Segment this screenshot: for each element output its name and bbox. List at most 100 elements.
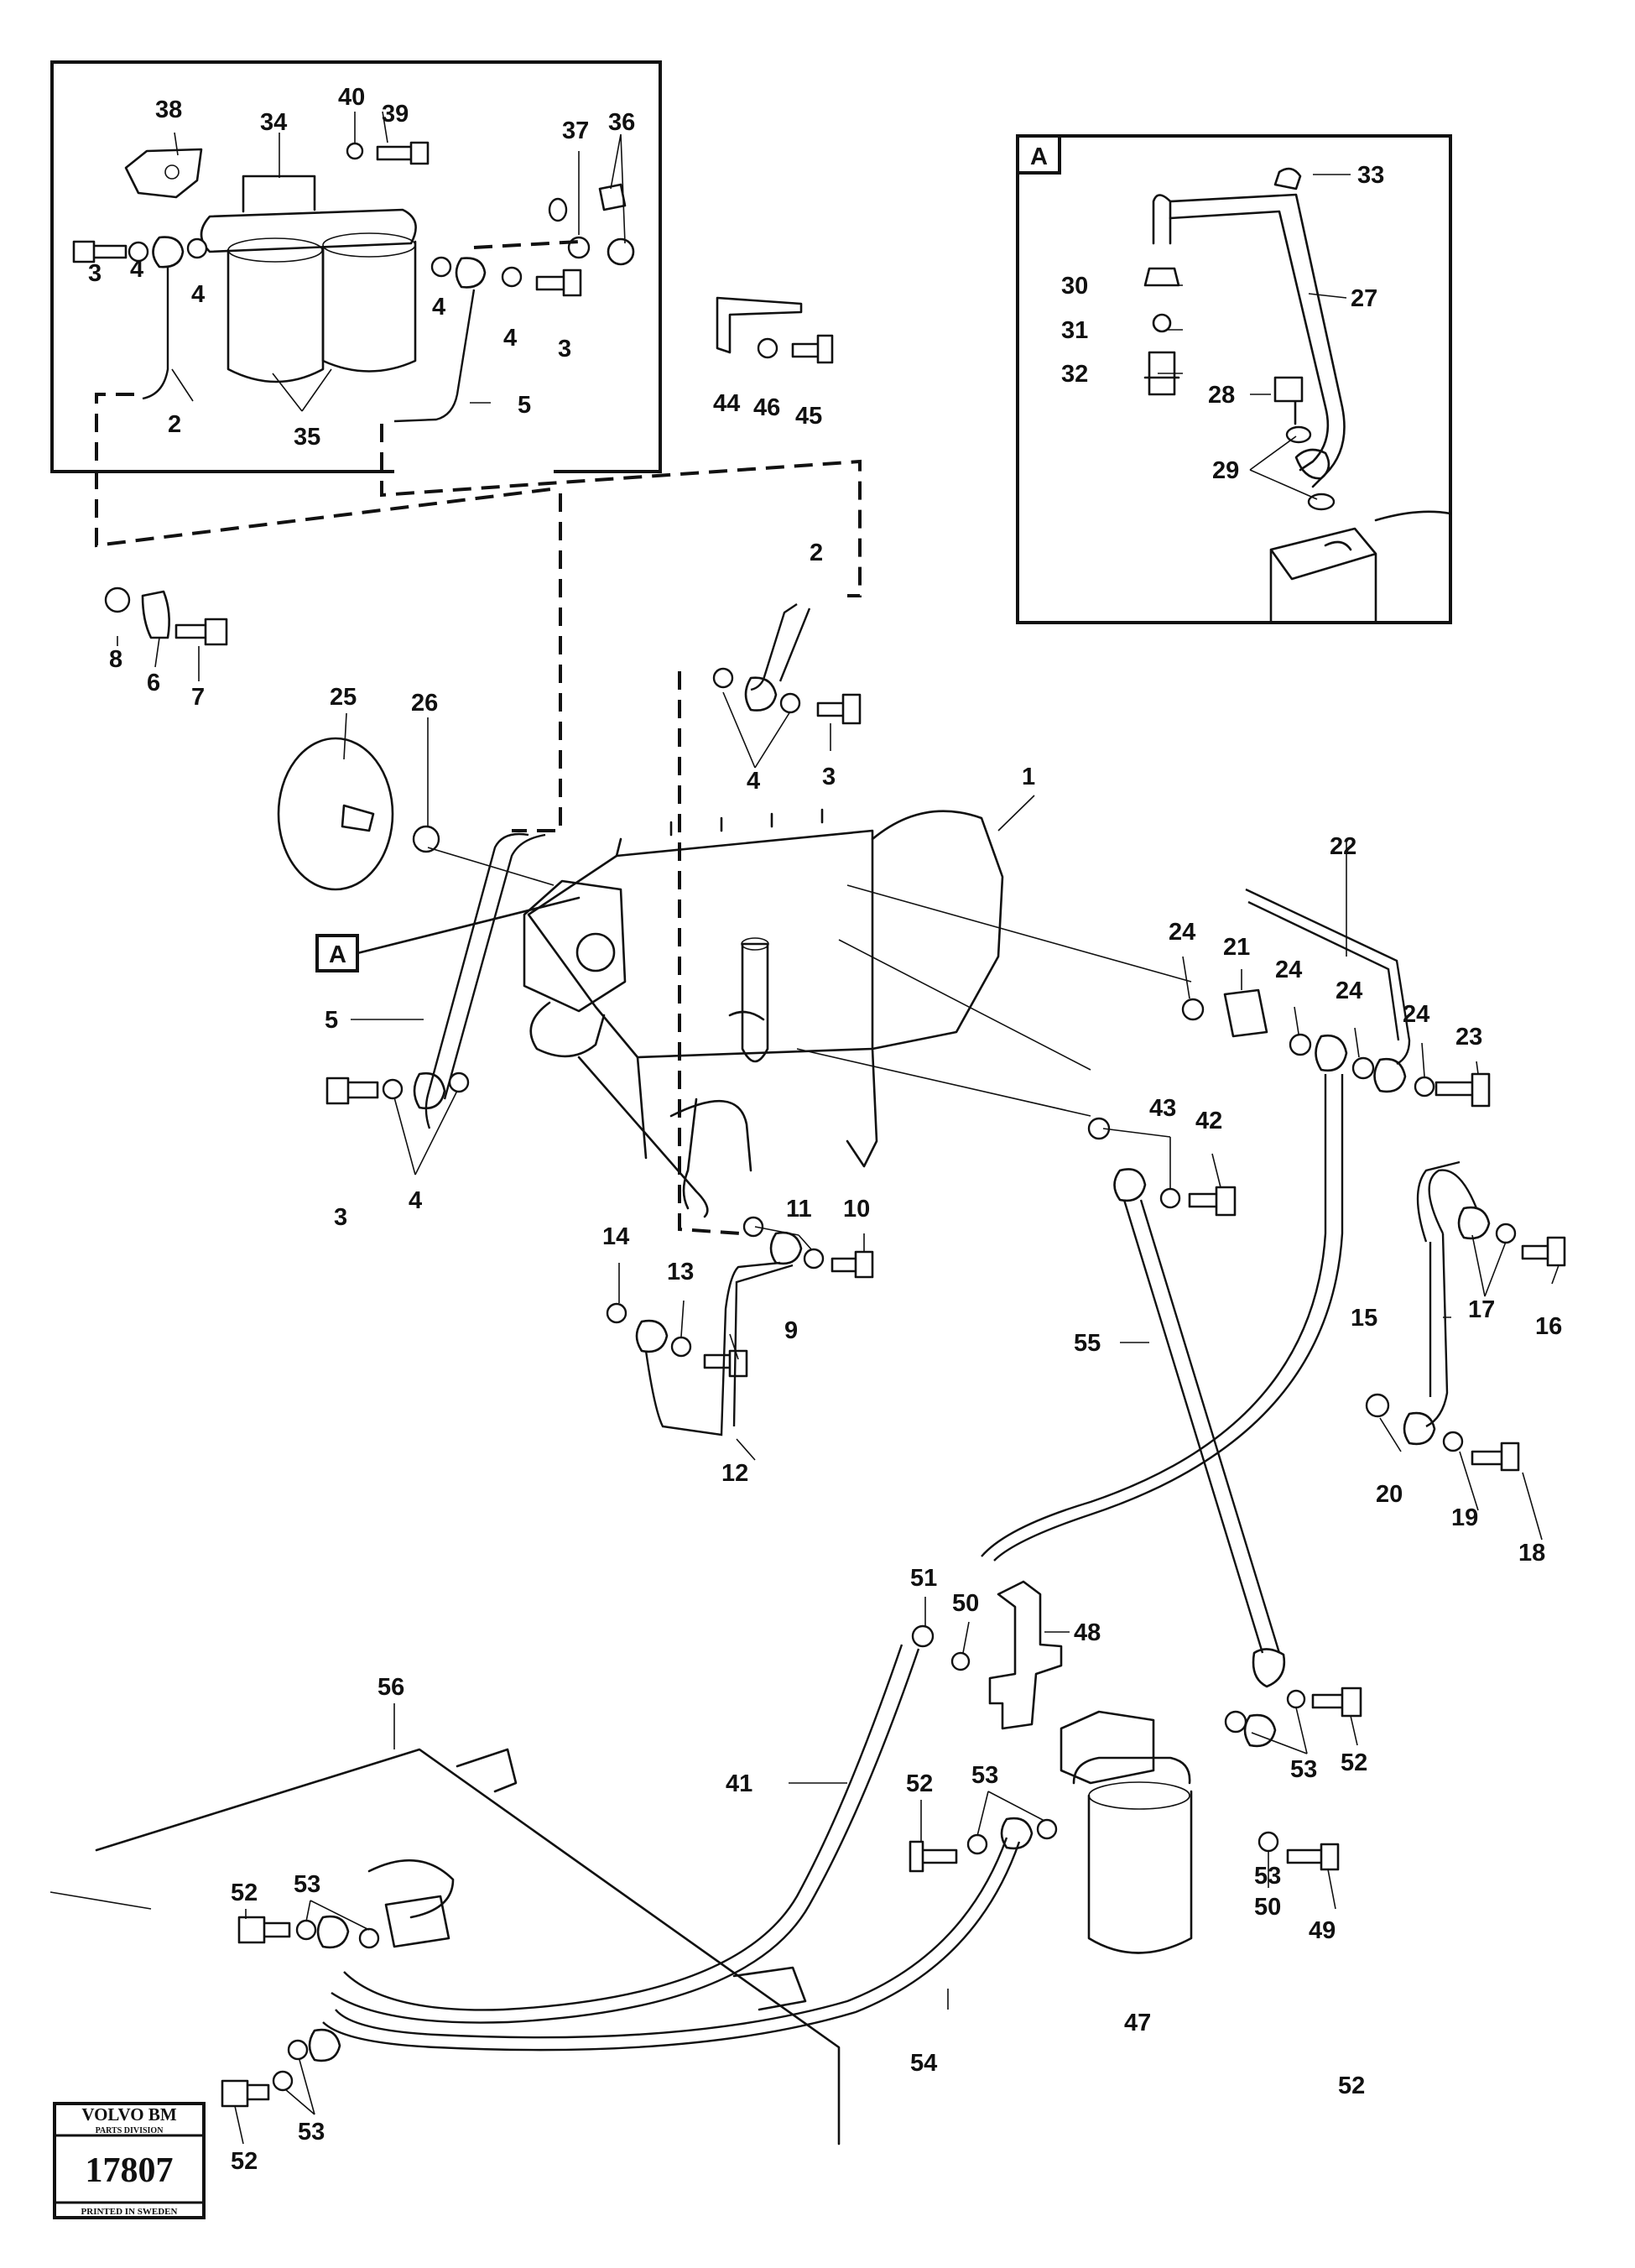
- callout-44: 44: [713, 390, 740, 417]
- callout-53: 53: [1290, 1756, 1317, 1783]
- callout-24: 24: [1169, 919, 1195, 946]
- callout-3: 3: [88, 260, 102, 287]
- callout-labels: 38 34 40 39 37 36 3 4 4 4 4 3 2 35 5 44 …: [88, 84, 1562, 2175]
- callout-10: 10: [843, 1196, 870, 1223]
- detail-a-callout-label: A: [329, 941, 346, 968]
- cover-disc: [277, 737, 440, 891]
- callout-23: 23: [1455, 1024, 1482, 1051]
- callout-1: 1: [1022, 764, 1035, 790]
- callout-3: 3: [822, 764, 836, 790]
- leader-lines: [117, 111, 1559, 2145]
- callout-45: 45: [795, 403, 822, 430]
- callout-29: 29: [1212, 457, 1239, 484]
- callout-24: 24: [1275, 957, 1302, 983]
- callout-7: 7: [191, 684, 205, 711]
- callout-32: 32: [1061, 361, 1088, 388]
- callout-2: 2: [168, 411, 181, 438]
- callout-49: 49: [1309, 1917, 1336, 1944]
- filter-inset: [50, 60, 834, 473]
- callout-22: 22: [1330, 833, 1356, 860]
- callout-16: 16: [1535, 1313, 1562, 1340]
- detail-a-callout: A: [315, 896, 581, 972]
- callout-3: 3: [334, 1204, 347, 1231]
- detail-a-inset: A: [1016, 134, 1452, 624]
- callout-52: 52: [1341, 1749, 1367, 1776]
- callout-4: 4: [409, 1187, 422, 1214]
- callout-38: 38: [155, 96, 182, 123]
- callout-42: 42: [1195, 1108, 1222, 1134]
- callout-15: 15: [1351, 1305, 1377, 1332]
- bracket-48: [911, 1580, 1063, 1730]
- pipe-9: [606, 1216, 874, 1436]
- tank-56: [49, 1644, 1021, 2145]
- callout-52: 52: [906, 1770, 933, 1797]
- callout-53: 53: [971, 1762, 998, 1789]
- injection-pump: [427, 808, 1192, 1218]
- clamp-parts: [104, 587, 228, 646]
- callout-20: 20: [1376, 1481, 1403, 1508]
- logo-printed: PRINTED IN SWEDEN: [81, 2207, 178, 2217]
- callout-25: 25: [330, 684, 357, 711]
- callout-24: 24: [1336, 978, 1362, 1004]
- callout-21: 21: [1223, 934, 1250, 961]
- callout-50: 50: [1254, 1894, 1281, 1921]
- callout-2: 2: [810, 540, 823, 566]
- callout-19: 19: [1451, 1504, 1478, 1531]
- callout-9: 9: [784, 1317, 798, 1344]
- callout-5: 5: [518, 392, 531, 419]
- callout-43: 43: [1149, 1095, 1176, 1122]
- callout-4: 4: [191, 281, 205, 308]
- callout-33: 33: [1357, 162, 1384, 189]
- callout-48: 48: [1074, 1619, 1101, 1646]
- dashed-lines: [95, 393, 862, 1235]
- callout-28: 28: [1208, 382, 1235, 409]
- callout-18: 18: [1518, 1540, 1545, 1567]
- callout-54: 54: [910, 2050, 937, 2077]
- callout-13: 13: [667, 1259, 694, 1285]
- callout-34: 34: [260, 109, 287, 136]
- callout-31: 31: [1061, 317, 1088, 344]
- logo-number: 17807: [86, 2151, 174, 2190]
- logo-brand: VOLVO BM: [81, 2104, 176, 2125]
- callout-12: 12: [721, 1460, 748, 1487]
- callout-5: 5: [325, 1007, 338, 1034]
- callout-30: 30: [1061, 273, 1088, 300]
- callout-6: 6: [147, 670, 160, 696]
- callout-11: 11: [786, 1196, 812, 1223]
- tank-fittings: [221, 1915, 380, 2108]
- callout-52: 52: [231, 2148, 258, 2175]
- callout-4: 4: [432, 294, 445, 321]
- pipe-5: [325, 832, 546, 1129]
- callout-50: 50: [952, 1590, 979, 1617]
- callout-53: 53: [1254, 1863, 1281, 1890]
- callout-4: 4: [503, 325, 517, 352]
- callout-39: 39: [382, 101, 409, 128]
- callout-52: 52: [231, 1880, 258, 1906]
- callout-55: 55: [1074, 1330, 1101, 1357]
- callout-36: 36: [608, 109, 635, 136]
- callout-37: 37: [562, 117, 589, 144]
- callout-26: 26: [411, 690, 438, 717]
- callout-52: 52: [1338, 2072, 1365, 2099]
- callout-53: 53: [298, 2119, 325, 2145]
- pipe-2: [712, 603, 862, 725]
- callout-4: 4: [747, 768, 760, 795]
- callout-51: 51: [910, 1565, 937, 1592]
- callout-24: 24: [1403, 1001, 1429, 1028]
- callout-46: 46: [753, 394, 780, 421]
- hose-55: [1087, 1117, 1286, 1688]
- logo-division: PARTS DIVISION: [96, 2126, 164, 2135]
- callout-53: 53: [294, 1871, 320, 1898]
- callout-8: 8: [109, 646, 122, 673]
- callout-27: 27: [1351, 285, 1377, 312]
- callout-4: 4: [130, 256, 143, 283]
- callout-40: 40: [338, 84, 365, 111]
- detail-a-marker: A: [1030, 143, 1048, 170]
- pipe-15: [1365, 1160, 1566, 1472]
- callout-3: 3: [558, 336, 571, 362]
- pipe-22-fittings: [981, 888, 1491, 1562]
- callout-56: 56: [378, 1674, 404, 1701]
- callout-47: 47: [1124, 2010, 1151, 2036]
- volvo-bm-logo-plate: VOLVO BM PARTS DIVISION 17807 PRINTED IN…: [53, 2102, 206, 2219]
